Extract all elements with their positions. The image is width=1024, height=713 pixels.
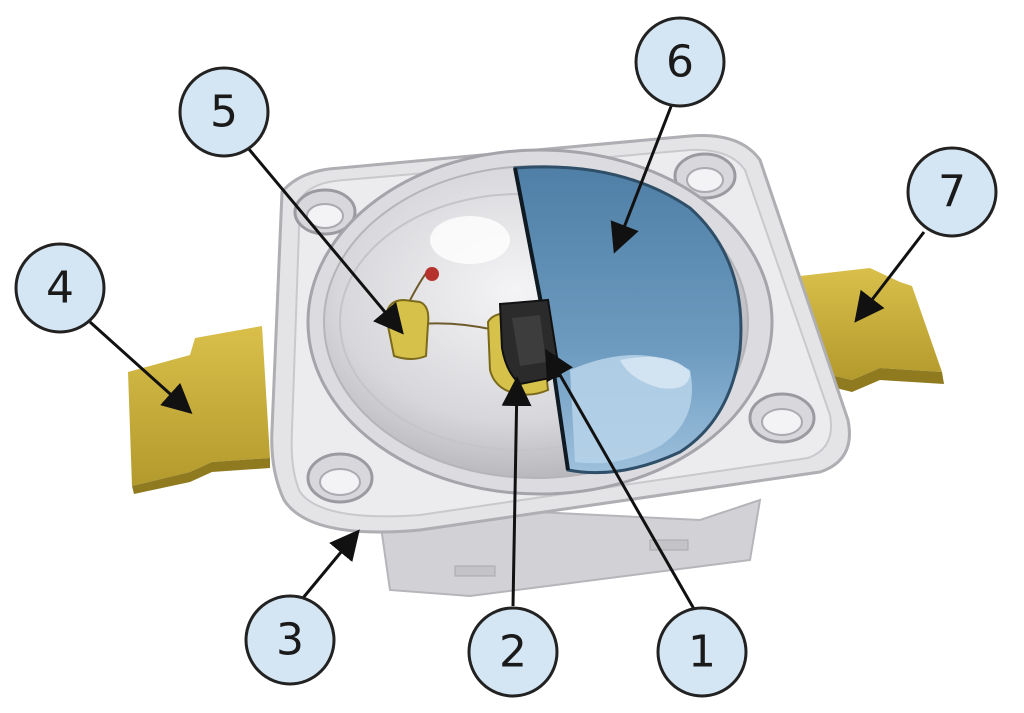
- callout-6-label: 6: [666, 37, 694, 88]
- callout-5-circle: [178, 66, 270, 158]
- callout-5-label: 5: [210, 87, 238, 138]
- callout-2: 2: [467, 606, 559, 698]
- callout-6-circle: [634, 16, 726, 108]
- callout-2-label: 2: [499, 627, 527, 678]
- callout-7: 7: [906, 146, 998, 238]
- callout-5: 5: [178, 66, 270, 158]
- callout-7-circle: [906, 146, 998, 238]
- callout-1-circle: [656, 606, 748, 698]
- callout-1: 1: [656, 606, 748, 698]
- leader-lines: [88, 103, 926, 617]
- leader-6: [610, 103, 674, 254]
- callout-3-circle: [244, 594, 336, 686]
- callout-3-label: 3: [276, 615, 304, 666]
- left-terminal: [128, 326, 270, 494]
- leader-3: [296, 529, 360, 605]
- callout-6: 6: [634, 16, 726, 108]
- callout-1-label: 1: [688, 627, 716, 678]
- chip: [498, 298, 562, 386]
- bond-pad: [384, 298, 430, 360]
- callout-4: 4: [14, 242, 106, 334]
- right-terminal: [800, 268, 944, 392]
- leader-7: [854, 231, 926, 323]
- callout-4-circle: [14, 242, 106, 334]
- zener-diode: [425, 267, 439, 281]
- callout-2-circle: [467, 606, 559, 698]
- leader-1: [545, 348, 700, 617]
- callout-7-label: 7: [938, 167, 966, 218]
- callout-4-label: 4: [46, 263, 74, 314]
- leader-2: [501, 376, 532, 607]
- leader-4: [88, 320, 193, 415]
- callouts: 1 2 3 4 5 6 7: [14, 16, 998, 698]
- leader-5: [246, 147, 404, 335]
- callout-3: 3: [244, 594, 336, 686]
